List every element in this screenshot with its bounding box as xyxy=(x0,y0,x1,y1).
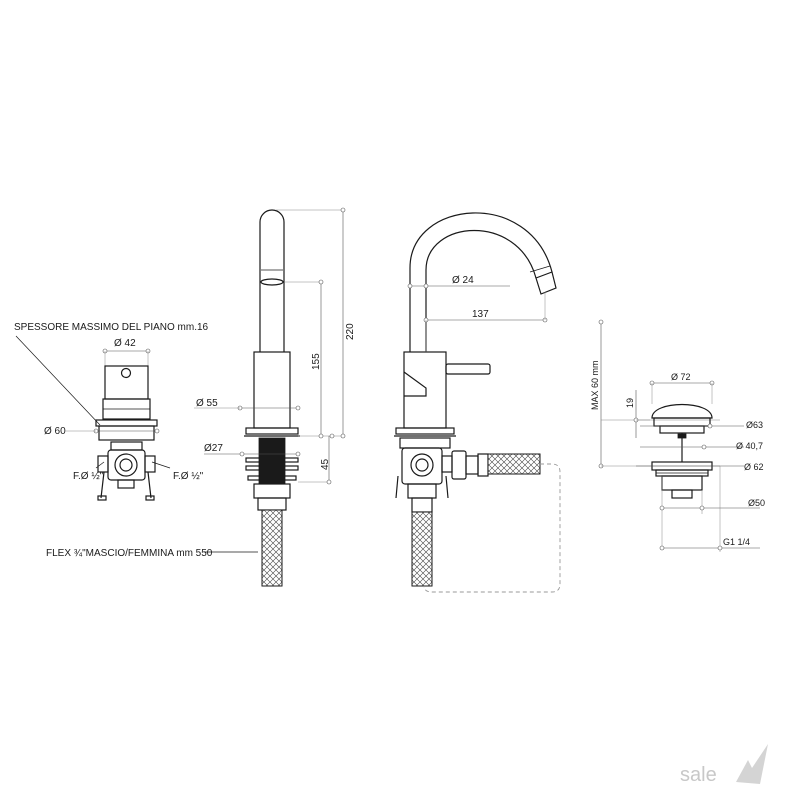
brand-logo: sale xyxy=(680,744,768,786)
max-60-label: MAX 60 mm xyxy=(590,360,600,410)
dia-24-label: Ø 24 xyxy=(452,275,474,286)
thread-label: G1 1/4 xyxy=(723,537,750,547)
dia-72-label: Ø 72 xyxy=(671,372,691,382)
dia-50-label: Ø50 xyxy=(748,498,765,508)
control-valve-view: SPESSORE MASSIMO DEL PIANO mm.16 Ø 42 Ø … xyxy=(14,322,258,559)
logo-mark-icon xyxy=(736,744,768,784)
h-19-label: 19 xyxy=(625,398,635,408)
h-220-label: 220 xyxy=(345,323,356,340)
spout-front-view: Ø 24 137 xyxy=(394,212,561,593)
dia-63-label: Ø63 xyxy=(746,420,763,430)
dia-40-7-label: Ø 40,7 xyxy=(736,441,763,451)
dia-55-label: Ø 55 xyxy=(196,398,218,409)
spout-side-view: 220 155 45 Ø 55 Ø27 xyxy=(194,207,356,587)
dia-60-label: Ø 60 xyxy=(44,426,66,437)
conn-right-label: F.Ø ½" xyxy=(173,471,204,482)
dia-27-label: Ø27 xyxy=(204,443,223,454)
dia-42-label: Ø 42 xyxy=(114,338,136,349)
spessore-label: SPESSORE MASSIMO DEL PIANO mm.16 xyxy=(14,322,209,333)
flex-label: FLEX ¾"MASCIO/FEMMINA mm 550 xyxy=(46,548,213,559)
conn-left-label: F.Ø ½" xyxy=(73,471,104,482)
dia-62-label: Ø 62 xyxy=(744,462,764,472)
h-45-label: 45 xyxy=(320,458,331,470)
h-155-label: 155 xyxy=(311,353,322,370)
drain-view: MAX 60 mm 19 Ø 72 Ø63 Ø 40,7 Ø 62 xyxy=(590,319,765,552)
reach-137-label: 137 xyxy=(472,309,489,320)
logo-text: sale xyxy=(680,764,717,786)
